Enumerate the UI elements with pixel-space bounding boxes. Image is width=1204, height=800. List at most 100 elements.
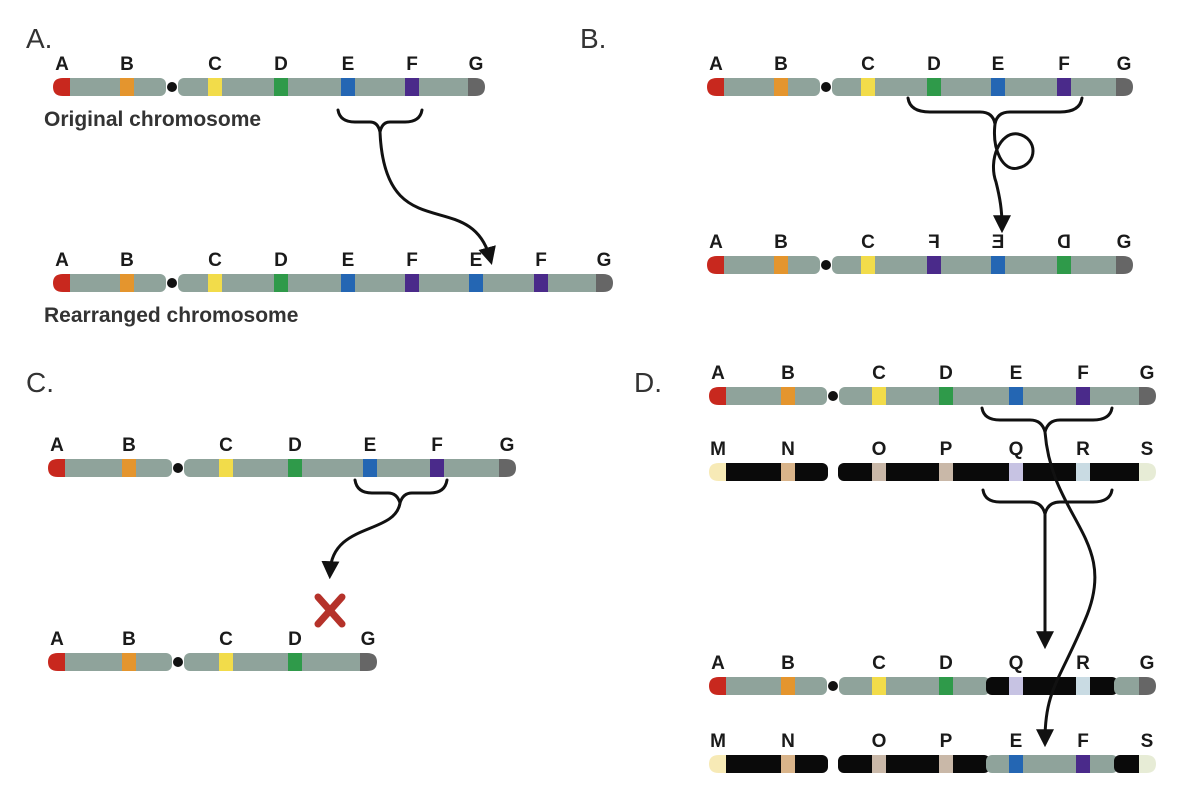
band-F bbox=[1057, 78, 1071, 96]
marker-label-M: M bbox=[710, 439, 726, 460]
panel-c-original-segment bbox=[184, 459, 507, 477]
band-G bbox=[1116, 256, 1133, 274]
band-C bbox=[861, 78, 875, 96]
marker-label-D: D bbox=[939, 653, 953, 674]
band-E bbox=[991, 78, 1005, 96]
band-S bbox=[1139, 755, 1156, 773]
centromere bbox=[167, 82, 177, 92]
panel-a-arrow bbox=[378, 130, 496, 265]
caption-original-chromosome: Original chromosome bbox=[44, 108, 261, 131]
band-M bbox=[709, 755, 726, 773]
band-A bbox=[48, 459, 65, 477]
marker-label-S: S bbox=[1141, 731, 1154, 752]
band-B bbox=[120, 78, 134, 96]
panel-b-original-segment bbox=[832, 78, 1124, 96]
band-M bbox=[709, 463, 726, 481]
band-E bbox=[991, 256, 1005, 274]
band-G bbox=[1139, 387, 1156, 405]
band-B bbox=[122, 653, 136, 671]
band-N bbox=[781, 755, 795, 773]
band-F bbox=[430, 459, 444, 477]
marker-label-D: D bbox=[927, 54, 941, 75]
band-C bbox=[208, 274, 222, 292]
band-P bbox=[939, 755, 953, 773]
caption-rearranged-chromosome: Rearranged chromosome bbox=[44, 304, 298, 327]
panel-d-chrom1-segment bbox=[718, 387, 827, 405]
panel-d-rearranged1-segment bbox=[839, 677, 990, 695]
marker-label-D: D bbox=[288, 629, 302, 650]
panel-a-original-segment bbox=[62, 78, 166, 96]
panel-b-original-segment bbox=[716, 78, 820, 96]
band-D bbox=[274, 78, 288, 96]
centromere bbox=[821, 82, 831, 92]
marker-label-B: B bbox=[122, 435, 136, 456]
marker-label-G: G bbox=[500, 435, 515, 456]
marker-label-P: P bbox=[940, 439, 953, 460]
band-D bbox=[288, 459, 302, 477]
panel-d-label: D. bbox=[634, 367, 662, 398]
band-G bbox=[1116, 78, 1133, 96]
marker-label-F: F bbox=[406, 250, 418, 271]
panel-a-label: A. bbox=[26, 23, 52, 54]
band-C bbox=[208, 78, 222, 96]
panel-d-chrom2-segment bbox=[838, 463, 1147, 481]
band-F bbox=[927, 256, 941, 274]
marker-label-C: C bbox=[861, 54, 875, 75]
band-G bbox=[360, 653, 377, 671]
marker-label-B: B bbox=[122, 629, 136, 650]
band-A bbox=[709, 387, 726, 405]
marker-label-D: D bbox=[274, 250, 288, 271]
marker-label-N: N bbox=[781, 439, 795, 460]
panel-d-chrom1-segment bbox=[839, 387, 1147, 405]
marker-label-N: N bbox=[781, 731, 795, 752]
band-C bbox=[861, 256, 875, 274]
panel-d-brace-top bbox=[980, 406, 1114, 433]
marker-label-D: D bbox=[1057, 232, 1071, 253]
centromere bbox=[821, 260, 831, 270]
panel-d-rearranged2-segment bbox=[1114, 755, 1147, 773]
band-B bbox=[122, 459, 136, 477]
panel-c-rearranged-segment bbox=[184, 653, 368, 671]
panel-b-rearranged-segment bbox=[716, 256, 820, 274]
panel-b-rearranged-segment bbox=[832, 256, 1124, 274]
band-G bbox=[1139, 677, 1156, 695]
marker-label-A: A bbox=[709, 232, 723, 253]
panel-d-rearranged1-segment bbox=[718, 677, 827, 695]
marker-label-G: G bbox=[1117, 54, 1132, 75]
marker-label-B: B bbox=[781, 363, 795, 384]
marker-label-Q: Q bbox=[1009, 439, 1024, 460]
band-Q bbox=[1009, 677, 1023, 695]
band-D bbox=[927, 78, 941, 96]
band-E bbox=[1009, 387, 1023, 405]
band-D bbox=[288, 653, 302, 671]
marker-label-B: B bbox=[120, 54, 134, 75]
panel-d-rearranged2-segment bbox=[718, 755, 828, 773]
panel-a-original-segment bbox=[178, 78, 476, 96]
marker-label-A: A bbox=[55, 54, 69, 75]
marker-label-G: G bbox=[1117, 232, 1132, 253]
marker-label-F: F bbox=[928, 232, 940, 253]
marker-label-A: A bbox=[50, 435, 64, 456]
marker-label-O: O bbox=[872, 439, 887, 460]
marker-label-A: A bbox=[55, 250, 69, 271]
band-E bbox=[363, 459, 377, 477]
band-D bbox=[1057, 256, 1071, 274]
band-A bbox=[707, 78, 724, 96]
panel-b-label: B. bbox=[580, 23, 606, 54]
panel-d-rearranged1-segment bbox=[1114, 677, 1147, 695]
panel-d-brace-bottom bbox=[981, 488, 1114, 515]
centromere bbox=[173, 463, 183, 473]
marker-label-O: O bbox=[872, 731, 887, 752]
marker-label-E: E bbox=[1010, 731, 1023, 752]
panel-c-label: C. bbox=[26, 367, 54, 398]
marker-label-R: R bbox=[1076, 439, 1090, 460]
marker-label-F: F bbox=[1058, 54, 1070, 75]
band-G bbox=[499, 459, 516, 477]
marker-label-C: C bbox=[861, 232, 875, 253]
